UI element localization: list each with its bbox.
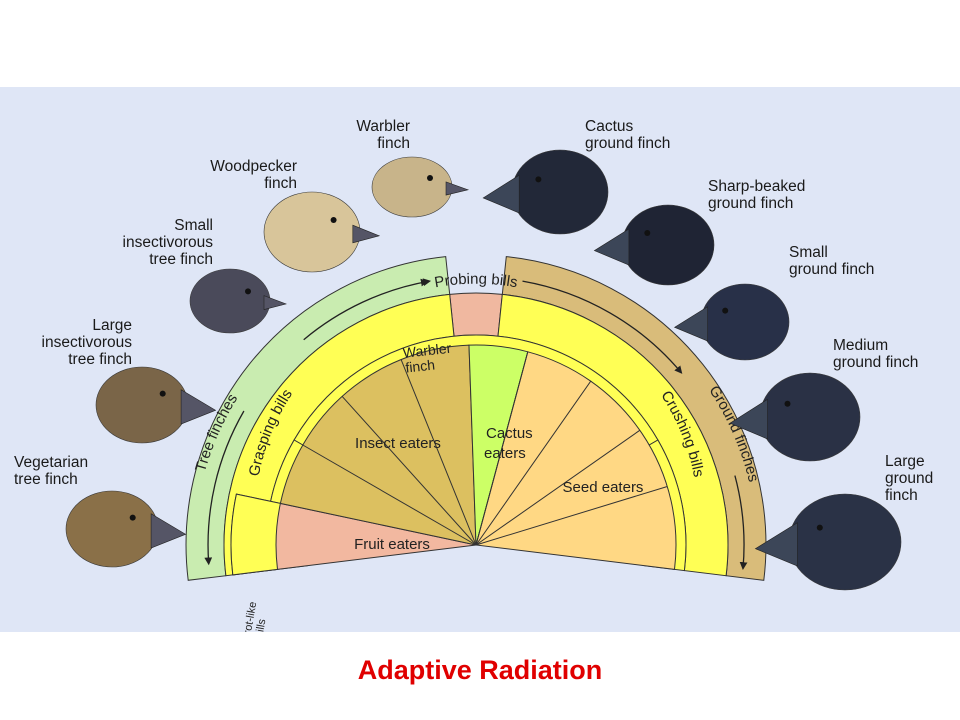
large-ground-finch-label: Large ground finch: [885, 453, 934, 504]
finch-head-icon: [754, 493, 902, 591]
seed-eaters-wedge: [475, 351, 677, 570]
diet-divider-line: [400, 359, 477, 546]
finch-head-icon: [263, 191, 381, 273]
ground-finches-arrow-down: [734, 475, 748, 570]
figure-title: Adaptive Radiation: [357, 655, 603, 685]
warbler-finch-band: [449, 292, 503, 337]
warbler-finch-label: Warbler finch: [356, 118, 410, 152]
cactus-ground-finch-label: Cactus ground finch: [585, 118, 671, 152]
finch-head-icon: [673, 283, 790, 361]
medium-ground-finch-label: Medium ground finch: [833, 337, 919, 371]
radiation-diagram: Tree finches Ground finches Probing bill…: [65, 149, 902, 632]
finch-head-icon: [65, 490, 187, 568]
diet-divider-line: [341, 396, 477, 546]
finch-head-icon: [189, 268, 287, 334]
insect-eaters-wedge: [279, 344, 477, 546]
finch-head-icon: [593, 204, 715, 286]
vegetarian-tree-finch-label: Vegetarian tree finch: [14, 454, 89, 488]
diet-divider-line: [475, 351, 529, 546]
diet-divider-line: [475, 380, 592, 546]
tree-finches-arrow-up: [303, 278, 432, 341]
finch-head-icon: [482, 149, 609, 235]
woodpecker-finch-label: Woodpecker finch: [210, 158, 297, 192]
parrot-like-bills-band: [230, 493, 281, 576]
fruit-eaters-label: Fruit eaters: [354, 536, 430, 553]
insect-eaters-label: Insect eaters: [355, 435, 441, 452]
finch-head-icon: [95, 366, 217, 444]
small-ground-finch-label: Small ground finch: [789, 244, 875, 278]
warbler-finch-box-label: Warblerfinch: [402, 340, 454, 376]
large-insectivorous-tree-finch-label: Large insectivorous tree finch: [41, 317, 132, 368]
probing-bills-label: Probing bills: [433, 271, 519, 292]
diet-divider-line: [475, 486, 668, 546]
diet-divider-line: [302, 444, 477, 546]
tree-finches-arrow-down: [204, 410, 245, 566]
parrot-like-bills-label: Parrot-likebills: [239, 601, 271, 632]
ground-finches-arrow-right: [522, 280, 683, 374]
finch-head-icon: [371, 156, 470, 218]
sharp-beaked-ground-finch-label: Sharp-beaked ground finch: [708, 178, 806, 212]
finch-head-icon: [729, 372, 861, 462]
diet-divider-line: [475, 429, 641, 546]
seed-eaters-label: Seed eaters: [563, 479, 644, 496]
small-insectivorous-tree-finch-label: Small insectivorous tree finch: [122, 217, 213, 268]
